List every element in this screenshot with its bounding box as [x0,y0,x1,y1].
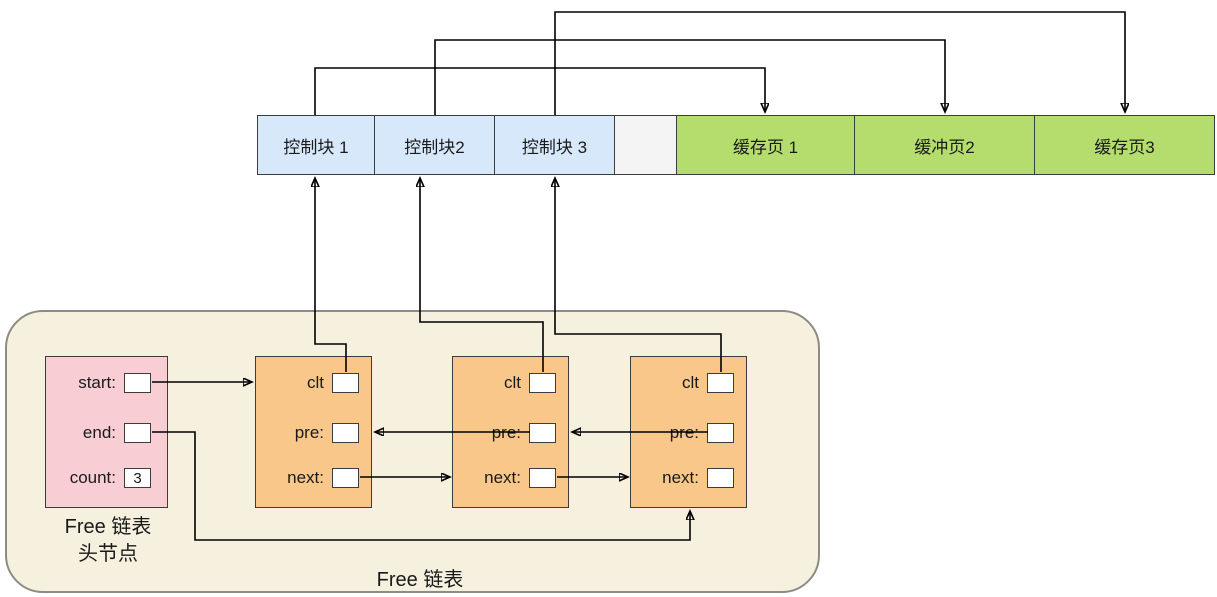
arrow-control-block-1-to-cache-page-1 [314,67,765,115]
control-block-2-label: 控制块2 [404,137,465,157]
node3-field-next: next: [662,468,734,488]
head-field-count-label: count: [69,468,116,487]
free-list-node-3: clt pre: next: [630,356,747,508]
node2-pre-slot [529,423,556,443]
node1-clt-label: clt [307,373,324,392]
head-field-end: end: [83,423,151,443]
head-node-caption-line2: 头节点 [78,543,138,565]
node3-clt-label: clt [682,373,699,392]
node2-clt-slot [529,373,556,393]
free-list-node-1: clt pre: next: [255,356,372,508]
control-block-2: 控制块2 [374,115,495,175]
node1-clt-slot [332,373,359,393]
head-field-count: count: 3 [70,468,151,488]
node2-field-pre: pre: [492,423,556,443]
node2-pre-label: pre: [491,423,521,442]
head-count-value-slot: 3 [124,468,151,488]
arrow-control-block-2-to-buffer-page-2 [434,39,945,115]
node2-clt-label: clt [504,373,521,392]
node3-next-label: next: [662,468,699,487]
node1-field-clt: clt [307,373,359,393]
free-list-node-2: clt pre: next: [452,356,569,508]
node2-field-clt: clt [504,373,556,393]
free-list-container-label: Free 链表 [376,569,464,591]
empty-gap-segment [614,115,677,175]
free-list-head-node: start: end: count: 3 [45,356,168,508]
arrow-control-block-3-to-cache-page-3 [554,11,1125,115]
cache-page-1-label: 缓存页 1 [732,137,799,157]
node2-next-slot [529,468,556,488]
buffer-page-2: 缓冲页2 [854,115,1035,175]
head-count-value: 3 [133,469,142,487]
node1-pre-slot [332,423,359,443]
control-block-3-label: 控制块 3 [521,137,588,157]
cache-page-3-label: 缓存页3 [1094,137,1155,157]
node3-field-pre: pre: [670,423,734,443]
cache-page-1: 缓存页 1 [676,115,855,175]
node1-field-pre: pre: [295,423,359,443]
node2-next-label: next: [484,468,521,487]
cache-page-3: 缓存页3 [1034,115,1215,175]
node3-field-clt: clt [682,373,734,393]
head-field-end-label: end: [82,423,116,442]
node1-pre-label: pre: [294,423,324,442]
head-end-pointer-slot [124,423,151,443]
node3-pre-label: pre: [669,423,699,442]
node3-clt-slot [707,373,734,393]
control-block-3: 控制块 3 [494,115,615,175]
node1-field-next: next: [287,468,359,488]
node1-next-label: next: [287,468,324,487]
control-block-1-label: 控制块 1 [283,137,349,157]
head-field-start-label: start: [78,373,116,392]
buffer-page-2-label: 缓冲页2 [914,137,975,157]
control-block-1: 控制块 1 [257,115,375,175]
node2-field-next: next: [484,468,556,488]
head-node-caption-line1: Free 链表 [64,516,152,538]
node3-pre-slot [707,423,734,443]
node3-next-slot [707,468,734,488]
head-start-pointer-slot [124,373,151,393]
head-node-caption: Free 链表 头节点 [28,514,188,568]
head-field-start: start: [78,373,151,393]
node1-next-slot [332,468,359,488]
